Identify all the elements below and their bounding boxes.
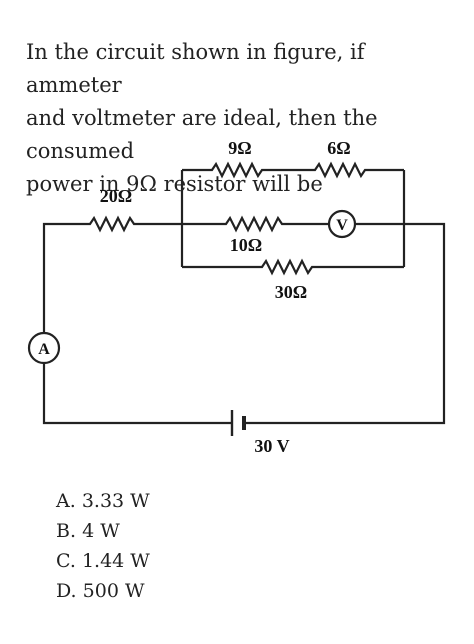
label-9-ohm: 9Ω [228,138,251,158]
option-text: 500 W [82,580,145,602]
option-letter: C. [56,550,76,572]
label-6-ohm: 6Ω [327,138,350,158]
voltmeter-letter: V [336,217,348,234]
answer-options: A. 3.33 W B. 4 W C. 1.44 W D. 500 W [56,486,150,606]
option-text: 3.33 W [81,490,150,512]
option-letter: A. [56,490,76,512]
option-letter: D. [56,580,77,602]
option-letter: B. [56,520,77,542]
label-20-ohm: 20Ω [100,186,132,206]
wire-left-top [42,222,80,333]
option-a[interactable]: A. 3.33 W [56,486,150,516]
branch-top [182,161,404,179]
question-text: In the circuit shown in figure, if ammet… [26,36,458,201]
option-d[interactable]: D. 500 W [56,576,150,606]
question-line: In the circuit shown in figure, if ammet… [26,40,365,97]
wire-right [246,222,446,425]
question-line: power in 9Ω resistor will be [26,172,323,196]
question-line: and voltmeter are ideal, then the consum… [26,106,378,163]
branch-middle [182,215,329,233]
ammeter-letter: A [38,341,50,358]
option-b[interactable]: B. 4 W [56,516,150,546]
option-c[interactable]: C. 1.44 W [56,546,150,576]
label-battery-voltage: 30 V [254,436,289,456]
ammeter-symbol [27,331,61,365]
resistor-20 [80,215,182,233]
branch-bottom [182,258,404,276]
label-30-ohm: 30Ω [275,282,307,302]
wire-left-bottom [42,363,231,425]
voltmeter-symbol [327,209,357,239]
option-text: 4 W [82,520,120,542]
option-text: 1.44 W [81,550,150,572]
label-10-ohm: 10Ω [230,235,262,255]
